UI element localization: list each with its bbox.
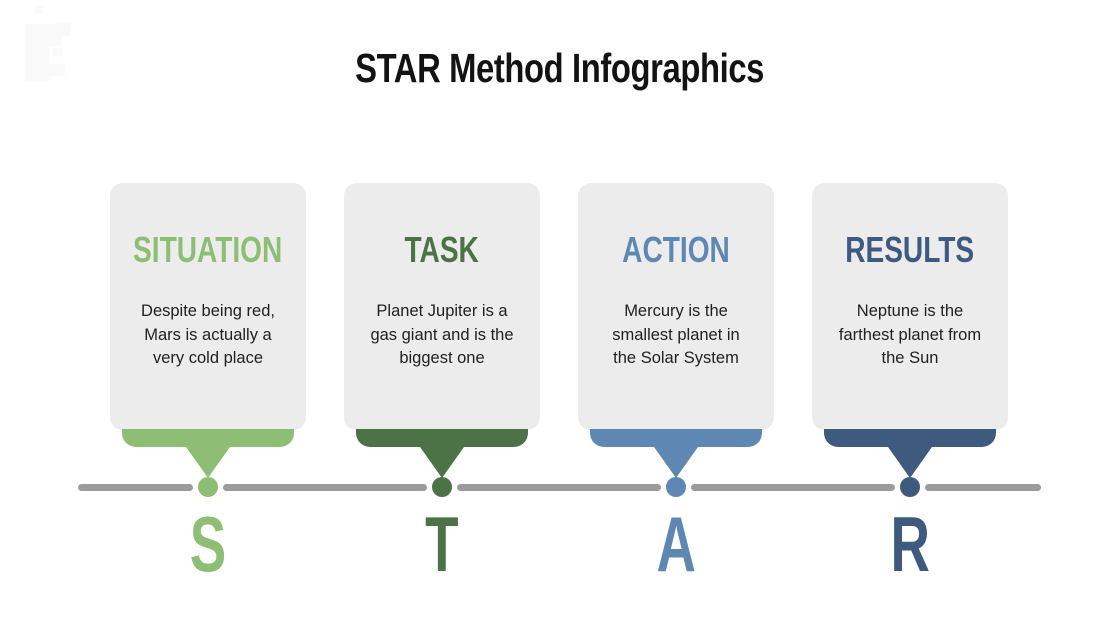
letter-a: A [578, 505, 774, 583]
step-results: RESULTS Neptune is the farthest planet f… [812, 183, 1008, 603]
timeline-segment [457, 484, 661, 491]
situation-card-tab [122, 429, 294, 447]
action-description: Mercury is the smallest planet in the So… [612, 302, 740, 368]
letter-a-text: A [656, 500, 696, 588]
results-pointer-triangle [888, 447, 932, 478]
results-card-tab [824, 429, 996, 447]
letter-t: T [344, 505, 540, 583]
watermark-pixel [57, 22, 71, 36]
results-card: RESULTS Neptune is the farthest planet f… [812, 183, 1008, 430]
task-card-tab [356, 429, 528, 447]
task-heading-text: TASK [404, 229, 480, 270]
results-timeline-node [900, 477, 920, 497]
letter-t-text: T [425, 500, 459, 588]
page-title: STAR Method Infographics [0, 44, 1120, 93]
watermark-pixel [49, 64, 65, 76]
situation-timeline-node [198, 477, 218, 497]
task-heading: TASK [344, 228, 540, 271]
watermark-pixel [35, 6, 43, 14]
results-heading: RESULTS [812, 228, 1008, 271]
task-card: TASK Planet Jupiter is a gas giant and i… [344, 183, 540, 430]
action-timeline-node [666, 477, 686, 497]
action-heading: ACTION [578, 228, 774, 271]
action-card-tab [590, 429, 762, 447]
faint-corner-watermark [22, 6, 82, 82]
page-title-text: STAR Method Infographics [355, 45, 765, 91]
task-description: Planet Jupiter is a gas giant and is the… [370, 302, 514, 368]
action-pointer-triangle [654, 447, 698, 478]
watermark-pixel [53, 48, 62, 57]
timeline-segment [691, 484, 895, 491]
situation-card: SITUATION Despite being red, Mars is act… [110, 183, 306, 430]
task-timeline-node [432, 477, 452, 497]
timeline-segment [925, 484, 1041, 491]
situation-heading-text: SITUATION [133, 229, 283, 270]
situation-pointer-triangle [186, 447, 230, 478]
results-heading-text: RESULTS [845, 229, 975, 270]
action-card: ACTION Mercury is the smallest planet in… [578, 183, 774, 430]
results-description: Neptune is the farthest planet from the … [838, 302, 982, 368]
letter-s: S [110, 505, 306, 583]
action-heading-text: ACTION [622, 229, 730, 270]
letter-r-text: R [890, 500, 930, 588]
situation-description: Despite being red, Mars is actually a ve… [141, 302, 275, 368]
step-situation: SITUATION Despite being red, Mars is act… [110, 183, 306, 603]
watermark-pixel [25, 24, 49, 82]
timeline-segment [223, 484, 427, 491]
step-task: TASK Planet Jupiter is a gas giant and i… [344, 183, 540, 603]
task-pointer-triangle [420, 447, 464, 478]
letter-r: R [812, 505, 1008, 583]
letter-s-text: S [189, 500, 227, 588]
timeline-segment [78, 484, 193, 491]
step-action: ACTION Mercury is the smallest planet in… [578, 183, 774, 603]
situation-heading: SITUATION [110, 228, 306, 271]
